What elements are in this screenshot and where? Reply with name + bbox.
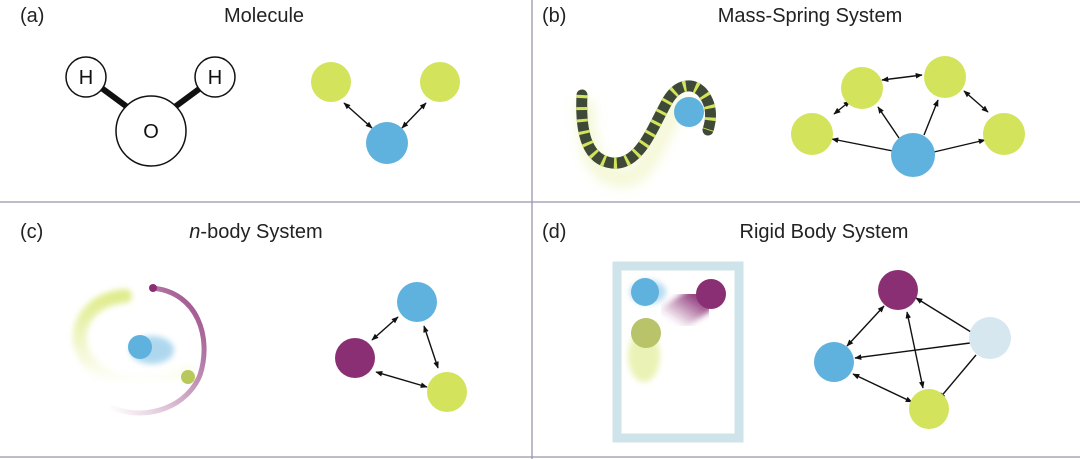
node-yellow-left <box>311 62 351 102</box>
panel-c-title-italic: n <box>189 221 200 243</box>
spring-blue-mass <box>674 97 704 127</box>
orbit-purple-head <box>149 284 157 292</box>
oxygen-label: O <box>143 121 159 143</box>
orbit-yellow-body <box>181 370 195 384</box>
purple-motion-blur <box>655 285 715 335</box>
node-b-top-left <box>841 67 883 109</box>
panel-d-title: Rigid Body System <box>740 221 909 243</box>
node-d-pale-blue <box>969 317 1011 359</box>
node-b-right <box>983 113 1025 155</box>
node-c-purple <box>335 338 375 378</box>
water-molecule: H H O <box>65 56 236 167</box>
box-blue-body <box>631 278 659 306</box>
panel-b: (b) Mass-Spring System <box>542 5 1025 187</box>
edge-d3 <box>852 373 913 403</box>
n-body-graph <box>335 282 467 412</box>
orbit-trail-yellow <box>72 289 195 390</box>
node-d-purple <box>878 270 918 310</box>
orbit-blue-body <box>128 335 152 359</box>
edge-a-right <box>401 102 427 129</box>
node-d-yellow <box>909 389 949 429</box>
panel-c-title: n-body System <box>189 221 322 243</box>
edge-b6 <box>831 137 894 152</box>
panel-a-title: Molecule <box>224 5 304 27</box>
node-d-blue <box>814 342 854 382</box>
node-b-center <box>891 133 935 177</box>
hydrogen-atom-right <box>194 56 236 98</box>
panel-b-letter: (b) <box>542 5 566 27</box>
panel-a: (a) Molecule H H O <box>20 5 460 167</box>
panel-d-letter: (d) <box>542 221 566 243</box>
edge-a-left <box>343 102 373 129</box>
edge-d1 <box>846 305 885 347</box>
box-purple-body <box>696 279 726 309</box>
node-yellow-right <box>420 62 460 102</box>
node-c-blue <box>397 282 437 322</box>
panel-c-title-rest: -body System <box>200 221 322 243</box>
edge-d6 <box>938 354 977 400</box>
edge-b5 <box>923 99 939 136</box>
box-yellow-body <box>631 318 661 348</box>
node-b-top-right <box>924 56 966 98</box>
edge-b2 <box>833 100 851 115</box>
mass-spring-graph <box>791 56 1025 177</box>
edge-c1 <box>371 316 399 341</box>
spring-beads <box>576 80 716 169</box>
edge-b1 <box>881 73 923 82</box>
molecule-graph <box>311 62 460 164</box>
panel-c-letter: (c) <box>20 221 43 243</box>
orbit-illustration <box>72 284 207 416</box>
oxygen-atom <box>115 95 187 167</box>
edge-d5 <box>854 342 971 360</box>
hydrogen-label-left: H <box>79 67 93 89</box>
spring-chain-illustration <box>576 80 716 187</box>
node-b-left <box>791 113 833 155</box>
edge-b3 <box>963 90 989 113</box>
rigid-body-graph <box>814 270 1011 429</box>
panel-c: (c) n-body System <box>20 221 467 416</box>
panel-a-letter: (a) <box>20 5 44 27</box>
rigid-box-illustration <box>612 261 744 443</box>
edge-c2 <box>423 325 439 369</box>
orbit-trail-purple <box>109 285 207 416</box>
panel-d: (d) Rigid Body System <box>542 221 1011 443</box>
node-blue-center <box>366 122 408 164</box>
panel-b-title: Mass-Spring System <box>718 5 903 27</box>
box-frame <box>612 261 744 443</box>
edge-b4 <box>877 106 900 139</box>
edge-d4 <box>915 297 972 333</box>
hydrogen-atom-left <box>65 56 107 98</box>
node-c-yellow <box>427 372 467 412</box>
edge-b7 <box>933 138 986 153</box>
edge-c3 <box>375 371 428 388</box>
hydrogen-label-right: H <box>208 67 222 89</box>
